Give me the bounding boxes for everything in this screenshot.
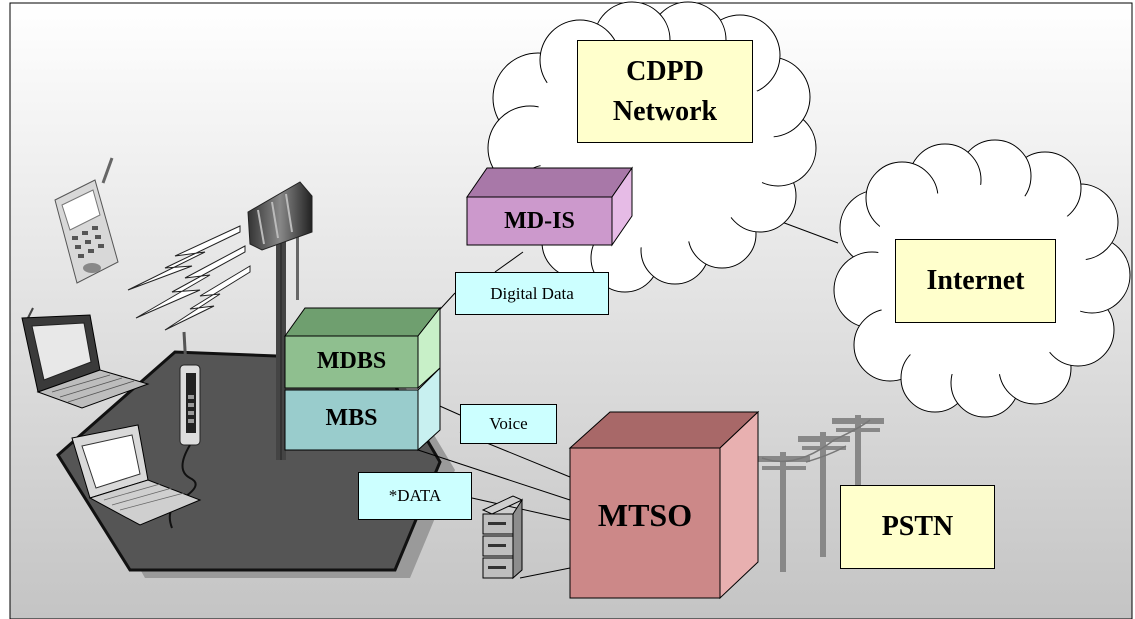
radio-signal-bolts — [127, 225, 251, 331]
laptop-icon-2 — [71, 424, 202, 526]
mbs-box — [284, 366, 441, 452]
line-mdis-digital-data — [494, 251, 524, 273]
mtso-box — [568, 410, 760, 600]
mbs-label: MBS — [325, 404, 378, 431]
antenna-dish — [247, 181, 313, 251]
md-is-box — [466, 166, 633, 247]
digital-data-note: Digital Data — [455, 272, 609, 315]
telephone-poles — [758, 415, 884, 572]
internet-label: Internet — [895, 239, 1056, 323]
cdpd-label-line2: Network — [612, 95, 718, 127]
pstn-label: PSTN — [840, 485, 995, 569]
cdpd-label-line1: CDPD — [626, 55, 704, 87]
modem-rack-icon — [481, 495, 524, 580]
voice-note: Voice — [460, 404, 557, 444]
cdpd-network-label: CDPD Network — [577, 40, 753, 143]
mtso-label: MTSO — [597, 496, 693, 533]
antenna-tower — [247, 181, 313, 460]
laptop-icon — [21, 307, 150, 409]
md-is-label: MD-IS — [504, 207, 575, 234]
line-mbs-mtso — [411, 447, 571, 501]
line-modem-mtso — [519, 567, 571, 579]
data-note: *DATA — [358, 472, 472, 520]
mdbs-label: MDBS — [316, 347, 387, 374]
cellular-phone-icon — [54, 157, 119, 284]
mdbs-box — [284, 306, 442, 390]
